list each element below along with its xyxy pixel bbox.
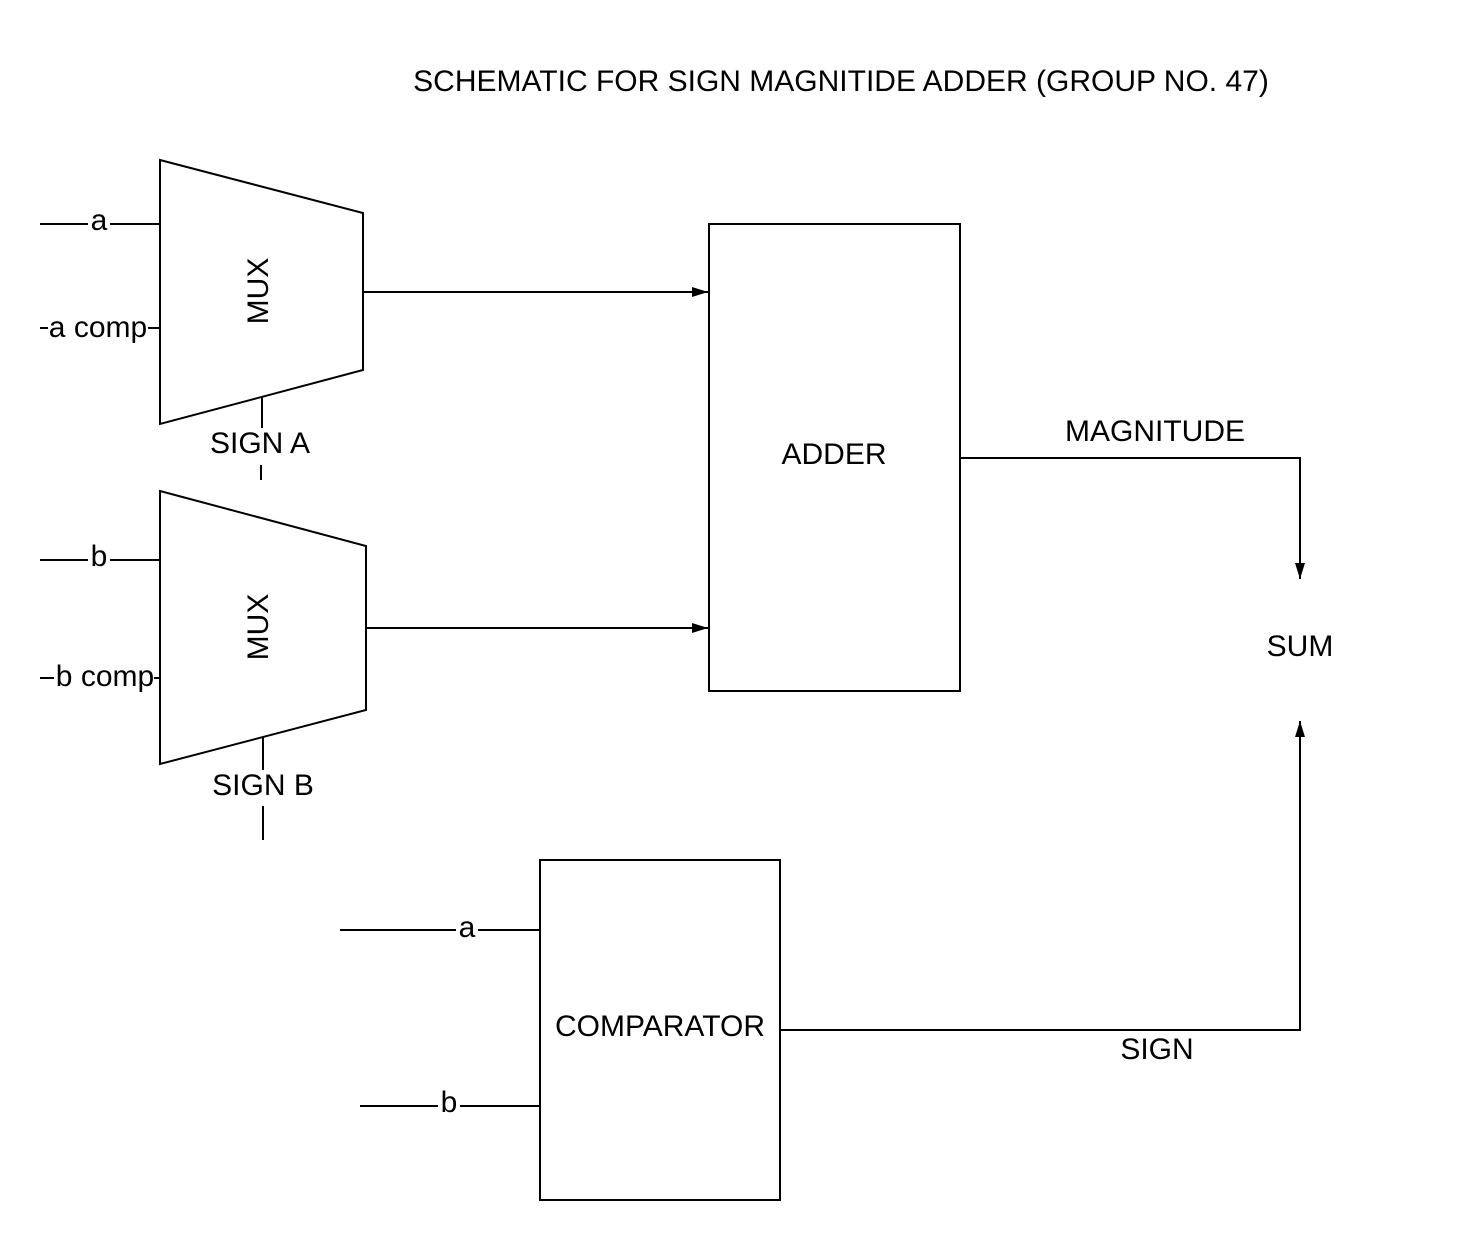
adder-label: ADDER: [781, 438, 886, 471]
mux-b-input-b-comp-label: b comp: [56, 660, 154, 693]
sum-label: SUM: [1267, 630, 1334, 663]
mux-a-select-label: SIGN A: [210, 427, 310, 460]
mux-b: MUX b b comp SIGN B: [40, 489, 367, 840]
mux-b-input-b-label: b: [91, 540, 108, 573]
mux-a: MUX a a comp SIGN A: [40, 158, 364, 480]
mux-b-select-label: SIGN B: [212, 769, 314, 802]
comparator-input-a-label: a: [459, 911, 476, 944]
adder-box: [708, 223, 961, 692]
comparator-box: [539, 859, 781, 1201]
comparator-input-b-label: b: [441, 1086, 458, 1119]
mux-b-shape: [159, 489, 367, 766]
comparator-block: COMPARATOR a b: [340, 859, 781, 1201]
mux-b-label: MUX: [242, 594, 275, 661]
comparator-label: COMPARATOR: [555, 1010, 765, 1043]
mux-a-input-a-label: a: [91, 204, 108, 237]
sign-to-sum-arrow: [780, 721, 1305, 1031]
mux-a-label: MUX: [242, 258, 275, 325]
magnitude-label: MAGNITUDE: [1065, 415, 1245, 448]
magnitude-to-sum-arrow: [960, 457, 1305, 579]
diagram-title: SCHEMATIC FOR SIGN MAGNITIDE ADDER (GROU…: [413, 65, 1269, 98]
mux-a-input-a-comp-label: a comp: [49, 311, 147, 344]
adder-block: ADDER: [708, 223, 961, 692]
sign-label: SIGN: [1120, 1033, 1193, 1066]
mux-a-shape: [159, 158, 364, 426]
